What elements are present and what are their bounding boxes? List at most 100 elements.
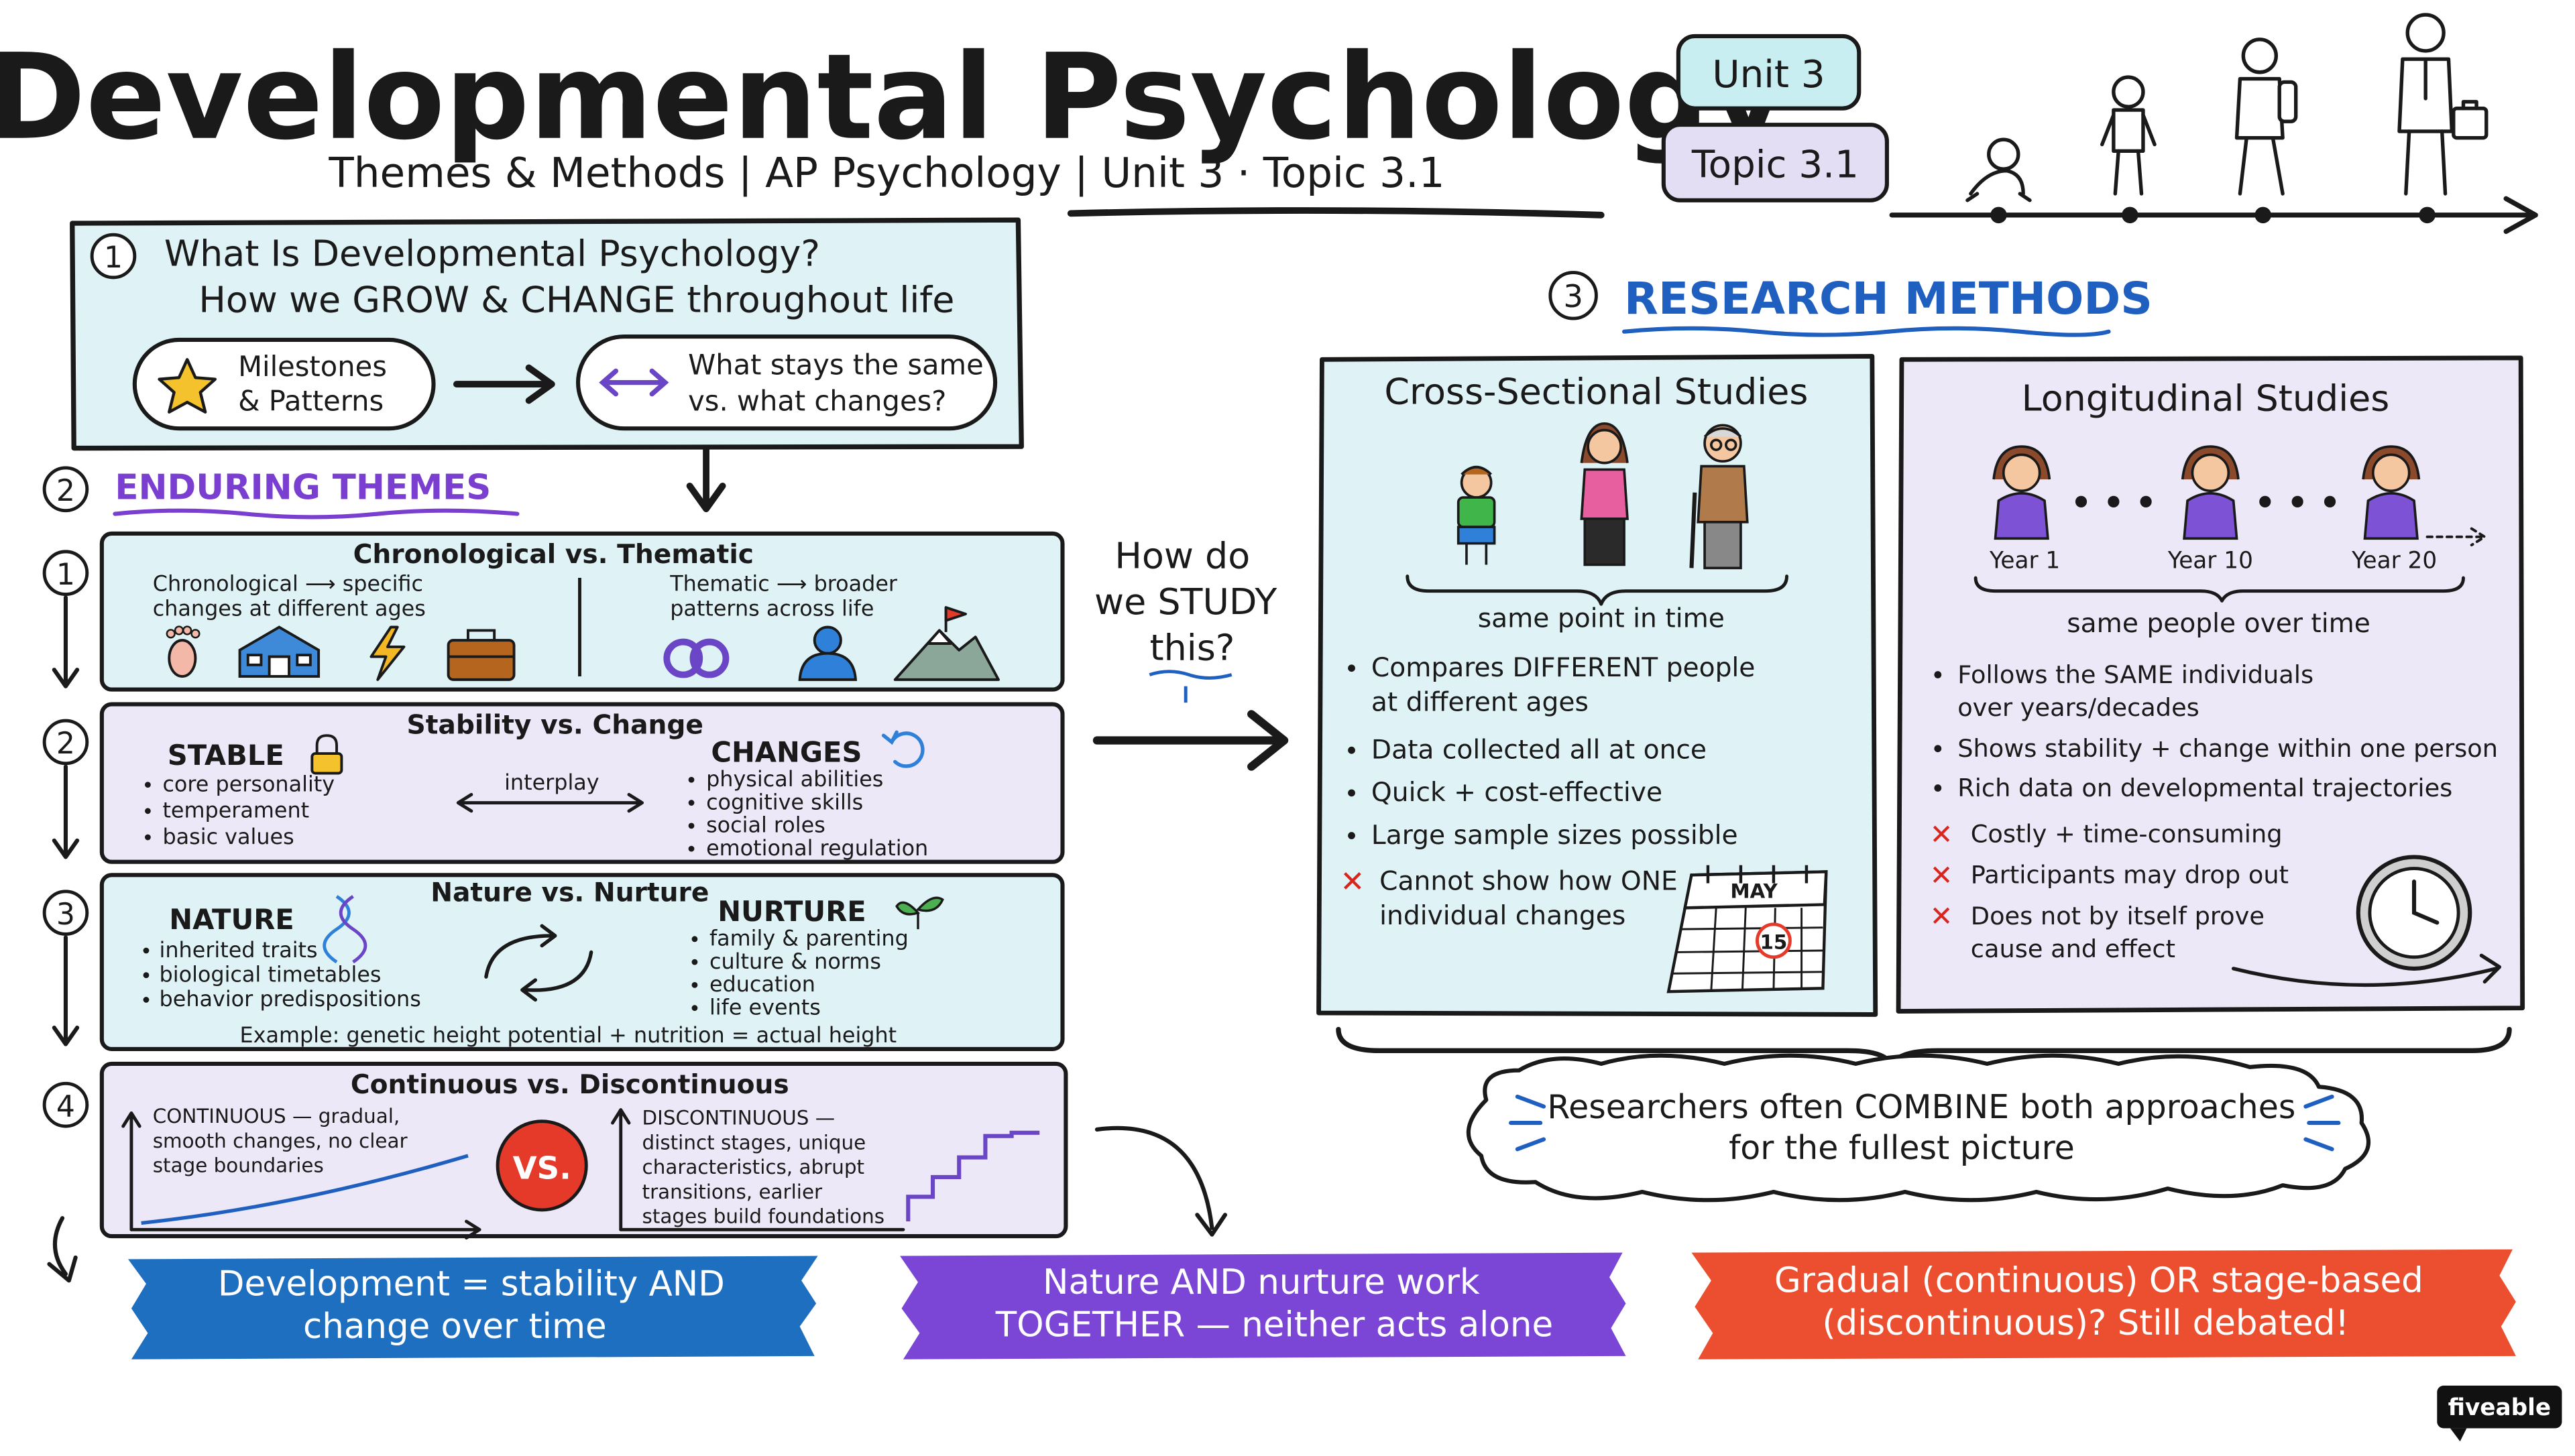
cloud-line2: for the fullest picture <box>1729 1129 2075 1167</box>
banner-nature-nurture: Nature AND nurture work TOGETHER — neith… <box>900 1252 1626 1359</box>
discontinuous-line4: transitions, earlier <box>642 1180 823 1203</box>
year1-label: Year 1 <box>1989 547 2060 574</box>
stable-item-1: core personality <box>162 771 335 796</box>
fiveable-logo: fiveable <box>2437 1385 2562 1442</box>
bridge-line3: this? <box>1150 626 1235 668</box>
theme2-panel: Stability vs. Change STABLE core persona… <box>99 702 1065 864</box>
cross-sectional-panel: Cross-Sectional Studies same point in ti… <box>1316 354 1878 1017</box>
lifespan-timeline <box>1889 13 2538 234</box>
milestones-line2: & Patterns <box>238 384 384 417</box>
school-icon <box>238 625 321 678</box>
double-arrow-icon <box>599 368 669 397</box>
page-title: Developmental Psychology <box>0 28 1786 166</box>
theme1-panel: Chronological vs. Thematic Chronological… <box>99 531 1065 692</box>
unit-badge: Unit 3 <box>1676 34 1862 111</box>
page-subtitle: Themes & Methods | AP Psychology | Unit … <box>328 149 1444 197</box>
banner1-line1: Development = stability AND <box>218 1264 725 1304</box>
banner3-line1: Gradual (continuous) OR stage-based <box>1774 1260 2423 1300</box>
continuous-line2: smooth changes, no clear <box>153 1130 408 1152</box>
milestones-line1: Milestones <box>238 350 387 383</box>
theme1-right-line2: patterns across life <box>670 595 874 621</box>
clock-icon <box>2356 855 2472 971</box>
discontinuous-line3: characteristics, abrupt <box>642 1156 864 1178</box>
cycle-arrows-icon <box>484 924 593 1002</box>
discontinuous-line1: DISCONTINUOUS — <box>642 1107 836 1130</box>
discontinuous-graph <box>611 1108 1040 1231</box>
theme4-title: Continuous vs. Discontinuous <box>351 1070 789 1100</box>
continuous-graph <box>121 1111 481 1239</box>
long-con-1: Costly + time-consuming <box>1971 819 2283 848</box>
long-con-3-l2: cause and effect <box>1971 934 2175 963</box>
dna-icon <box>323 895 367 964</box>
girl-icon-year1 <box>1992 445 2051 540</box>
long-title: Longitudinal Studies <box>2022 377 2390 419</box>
theme3-number: 3 <box>56 898 75 932</box>
baby-icon <box>1965 137 2032 202</box>
nature-item-3: behavior predispositions <box>160 986 421 1012</box>
rings-icon <box>663 638 730 678</box>
boy-icon <box>1456 465 1496 565</box>
theme1-left-line1: Chronological ⟶ specific <box>153 571 423 597</box>
nurture-item-1: family & parenting <box>709 926 909 951</box>
interplay-label: interplay <box>504 770 599 795</box>
sprout-icon <box>895 896 944 930</box>
cross-bullet-1-l2: at different ages <box>1371 687 1589 717</box>
long-con-3-l1: Does not by itself prove <box>1971 902 2265 930</box>
calendar-day: 15 <box>1760 931 1787 954</box>
long-caption: same people over time <box>2067 609 2370 639</box>
arrow-right-icon <box>453 364 555 404</box>
banner3-line2: (discontinuous)? Still debated! <box>1822 1303 2349 1343</box>
banner1-line2: change over time <box>303 1307 607 1347</box>
discontinuous-line2: distinct stages, unique <box>642 1131 866 1154</box>
themes-rail: 1 2 3 4 <box>42 550 89 1283</box>
nature-item-2: biological timetables <box>160 962 382 987</box>
section3-heading: RESEARCH METHODS <box>1624 273 2153 324</box>
vs-label: VS. <box>513 1150 571 1186</box>
refresh-icon <box>881 730 925 768</box>
cross-con-mark: ✕ <box>1340 865 1365 899</box>
nature-item-1: inherited traits <box>160 937 318 963</box>
arrow-down-icon <box>686 444 726 513</box>
stable-heading: STABLE <box>168 739 284 772</box>
year20-label: Year 20 <box>2351 547 2437 574</box>
theme1-right-line1: Thematic ⟶ broader <box>669 571 898 597</box>
cross-caption: same point in time <box>1478 604 1725 634</box>
footprint-icon <box>166 625 201 678</box>
section2-heading: ENDURING THEMES <box>115 467 491 507</box>
theme2-number: 2 <box>56 727 75 761</box>
teen-icon <box>2234 38 2298 196</box>
lock-icon <box>310 734 343 775</box>
nurture-item-3: education <box>709 971 815 997</box>
calendar-month: MAY <box>1730 880 1778 903</box>
stable-item-2: temperament <box>162 798 309 823</box>
theme4-number: 4 <box>56 1089 75 1124</box>
long-con-mark-2: ✕ <box>1930 859 1953 892</box>
theme3-panel: Nature vs. Nurture NATURE inherited trai… <box>99 873 1065 1051</box>
banner2-line2: TOGETHER — neither acts alone <box>995 1305 1553 1345</box>
long-bullet-3: Rich data on developmental trajectories <box>1957 774 2452 802</box>
section3-number: 3 <box>1563 278 1583 314</box>
star-icon <box>158 358 217 414</box>
long-con-2: Participants may drop out <box>1971 861 2289 890</box>
milestones-pill <box>132 337 436 431</box>
woman-icon <box>1580 422 1629 566</box>
section1-title: What Is Developmental Psychology? <box>164 233 820 275</box>
cross-con-l2: individual changes <box>1379 901 1625 931</box>
mountain-icon <box>893 606 1000 681</box>
stable-item-3: basic values <box>162 824 294 849</box>
cross-bullet-1-l1: Compares DIFFERENT people <box>1371 653 1756 683</box>
long-bullet-1-l1: Follows the SAME individuals <box>1957 660 2313 689</box>
theme1-left-line2: changes at different ages <box>153 595 426 621</box>
logo-text: fiveable <box>2448 1394 2552 1421</box>
changes-item-3: social roles <box>706 812 825 838</box>
unit-badge-label: Unit 3 <box>1712 53 1825 97</box>
theme1-title: Chronological vs. Thematic <box>353 540 754 570</box>
topic-badge: Topic 3.1 <box>1661 123 1889 202</box>
banner-stability-change: Development = stability AND change over … <box>128 1256 818 1359</box>
briefcase-icon <box>447 629 516 681</box>
section1-panel: 1 What Is Developmental Psychology? How … <box>70 217 1024 451</box>
bridge-arrow-icon <box>1092 710 1289 771</box>
topic-badge-label: Topic 3.1 <box>1691 143 1859 186</box>
long-bullet-2: Shows stability + change within one pers… <box>1957 734 2498 763</box>
